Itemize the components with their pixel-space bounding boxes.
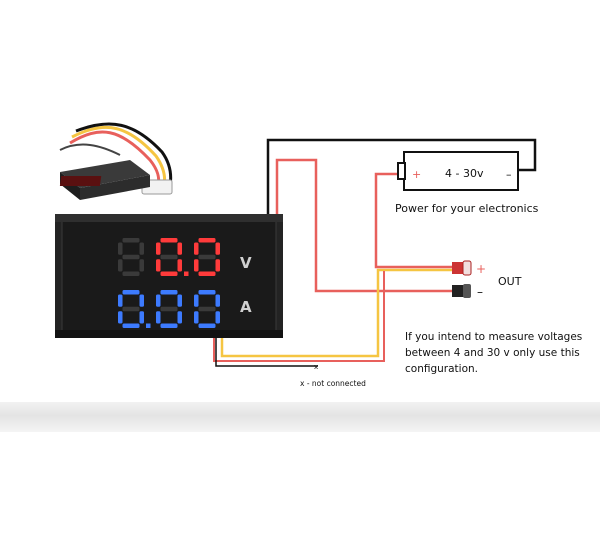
segment-b <box>139 242 144 255</box>
voltage-display <box>118 238 220 276</box>
segment-f <box>156 294 161 307</box>
segment-d <box>160 271 178 276</box>
output-label: OUT <box>498 275 522 288</box>
segment-b <box>215 242 220 255</box>
segment-f <box>194 294 199 307</box>
output-plus: + <box>476 262 486 276</box>
segment-g <box>160 306 178 312</box>
segment-c <box>177 259 182 272</box>
segment-c <box>215 259 220 272</box>
segment-b <box>177 294 182 307</box>
segment-a <box>198 290 216 295</box>
segment-g <box>198 254 216 260</box>
battery-plus: + <box>412 168 421 181</box>
segment-g <box>160 254 178 260</box>
segment-e <box>194 259 199 272</box>
segment-a <box>122 290 140 295</box>
segment-a <box>122 238 140 243</box>
segment-b <box>139 294 144 307</box>
segment-f <box>118 294 123 307</box>
segment-c <box>177 311 182 324</box>
note-line-2: between 4 and 30 v only use this <box>405 347 580 359</box>
bottom-band <box>0 402 600 432</box>
segment-e <box>194 311 199 324</box>
segment-e <box>118 259 123 272</box>
segment-g <box>198 306 216 312</box>
segment-a <box>160 238 178 243</box>
segment-f <box>156 242 161 255</box>
note-line-3: configuration. <box>405 363 478 375</box>
segment-g <box>122 306 140 312</box>
not-connected-label: x - not connected <box>300 379 366 388</box>
current-unit: A <box>240 298 252 316</box>
segment-g <box>122 254 140 260</box>
wiring-diagram: x + 4 - 30v – Power for your electronics… <box>55 122 582 388</box>
segment-e <box>156 259 161 272</box>
wires <box>213 138 537 367</box>
decimal-point <box>146 323 151 328</box>
segment-d <box>122 323 140 328</box>
battery-minus: – <box>506 168 512 181</box>
power-caption: Power for your electronics <box>395 202 539 215</box>
segment-c <box>215 311 220 324</box>
meter: V A <box>55 214 283 338</box>
not-connected-mark: x <box>314 363 318 371</box>
segment-d <box>160 323 178 328</box>
segment-b <box>215 294 220 307</box>
battery: + 4 - 30v – <box>397 151 519 191</box>
segment-f <box>118 242 123 255</box>
segment-d <box>198 271 216 276</box>
module-thumbnail <box>59 122 173 200</box>
output-minus: – <box>477 285 483 299</box>
note-line-1: If you intend to measure voltages <box>405 331 582 343</box>
segment-e <box>156 311 161 324</box>
segment-d <box>198 323 216 328</box>
current-display <box>118 290 220 328</box>
decimal-point <box>184 271 189 276</box>
segment-d <box>122 271 140 276</box>
output-terminals: + – OUT <box>452 260 522 299</box>
battery-label: 4 - 30v <box>445 167 484 180</box>
segment-c <box>139 311 144 324</box>
segment-b <box>177 242 182 255</box>
segment-f <box>194 242 199 255</box>
segment-c <box>139 259 144 272</box>
segment-a <box>198 238 216 243</box>
note: If you intend to measure voltages betwee… <box>405 331 582 375</box>
voltage-unit: V <box>240 254 252 272</box>
segment-e <box>118 311 123 324</box>
segment-a <box>160 290 178 295</box>
